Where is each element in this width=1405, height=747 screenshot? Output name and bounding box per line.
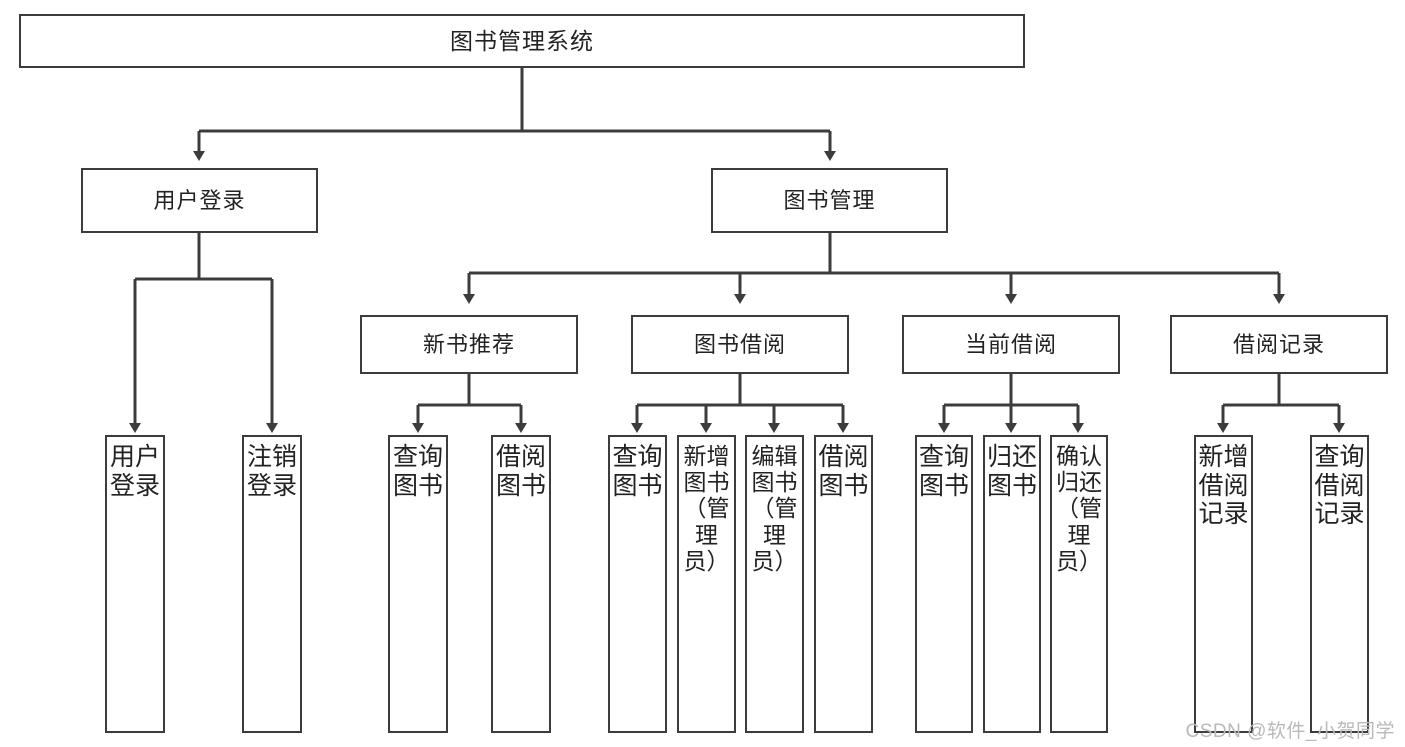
leaf-edit-book-admin[interactable]: 编辑图书（管理员）	[745, 435, 804, 733]
node-label: 新增图书（管理员）	[683, 443, 730, 574]
leaf-query-book-current[interactable]: 查询图书	[915, 435, 973, 733]
leaf-return-book[interactable]: 归还图书	[983, 435, 1041, 733]
leaf-logout-login[interactable]: 注销登录	[242, 435, 302, 733]
node-label: 用户登录	[153, 187, 246, 213]
node-root-book-management-system[interactable]: 图书管理系统	[19, 14, 1025, 68]
node-label: 新书推荐	[422, 331, 515, 357]
node-label: 借阅图书	[818, 443, 869, 500]
node-label: 借阅记录	[1232, 331, 1325, 357]
node-label: 用户登录	[109, 443, 160, 500]
node-label: 图书管理	[783, 187, 876, 213]
leaf-add-book-admin[interactable]: 新增图书（管理员）	[677, 435, 736, 733]
node-label: 图书借阅	[693, 331, 786, 357]
node-book-management[interactable]: 图书管理	[711, 168, 948, 233]
leaf-user-login[interactable]: 用户登录	[105, 435, 165, 733]
node-label: 查询图书	[392, 443, 443, 500]
node-label: 当前借阅	[964, 331, 1057, 357]
node-label: 注销登录	[246, 443, 297, 500]
node-current-borrow[interactable]: 当前借阅	[902, 315, 1120, 374]
leaf-borrow-book-recommend[interactable]: 借阅图书	[491, 435, 551, 733]
node-label: 图书管理系统	[450, 27, 594, 54]
leaf-query-book-recommend[interactable]: 查询图书	[388, 435, 448, 733]
leaf-borrow-book[interactable]: 借阅图书	[814, 435, 873, 733]
node-user-login[interactable]: 用户登录	[81, 168, 318, 233]
node-borrow-record[interactable]: 借阅记录	[1170, 315, 1388, 374]
node-label: 新增借阅记录	[1198, 443, 1249, 528]
node-label: 查询借阅记录	[1314, 443, 1365, 528]
node-label: 借阅图书	[495, 443, 546, 500]
watermark-text: CSDN @软件_小贺同学	[1185, 721, 1395, 742]
node-label: 查询图书	[918, 443, 969, 500]
leaf-add-borrow-record[interactable]: 新增借阅记录	[1194, 435, 1253, 733]
node-book-borrow[interactable]: 图书借阅	[631, 315, 849, 374]
node-new-book-recommend[interactable]: 新书推荐	[360, 315, 578, 374]
leaf-confirm-return-admin[interactable]: 确认归还（管理员）	[1050, 435, 1108, 733]
node-label: 确认归还（管理员）	[1056, 443, 1102, 574]
node-label: 查询图书	[612, 443, 663, 500]
node-label: 归还图书	[986, 443, 1037, 500]
node-label: 编辑图书（管理员）	[751, 443, 798, 574]
leaf-query-book-borrow[interactable]: 查询图书	[608, 435, 667, 733]
leaf-query-borrow-record[interactable]: 查询借阅记录	[1310, 435, 1369, 733]
